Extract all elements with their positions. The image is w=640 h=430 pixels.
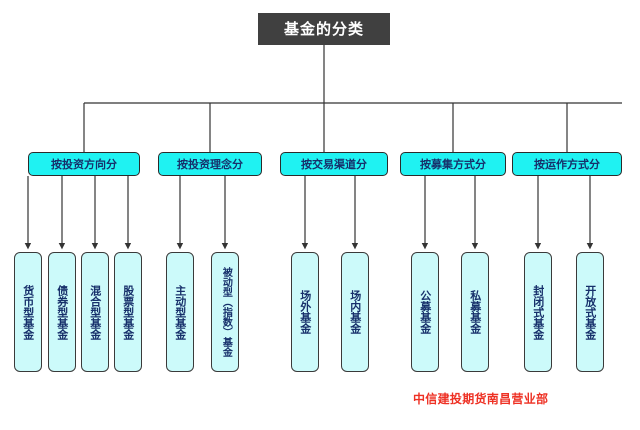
leaf-node[interactable]: 被动型（指数）基金 <box>211 252 239 372</box>
leaf-node[interactable]: 主动型基金 <box>166 252 194 372</box>
leaf-node[interactable]: 股票型基金 <box>114 252 142 372</box>
leaf-node-label: 主动型基金 <box>173 284 187 340</box>
leaf-node-label: 封闭式基金 <box>531 284 545 340</box>
category-to-leaf-arrows <box>24 176 594 250</box>
leaf-node[interactable]: 场外基金 <box>291 252 319 372</box>
root-node: 基金的分类 <box>258 13 390 45</box>
leaf-node-label: 公募基金 <box>418 290 432 334</box>
leaf-node[interactable]: 债券型基金 <box>48 252 76 372</box>
leaf-node-label: 股票型基金 <box>121 284 135 340</box>
category-node-label: 按募集方式分 <box>420 157 486 171</box>
leaf-node-label: 债券型基金 <box>55 284 69 340</box>
leaf-node[interactable]: 货币型基金 <box>14 252 42 372</box>
leaf-node-label: 被动型（指数）基金 <box>220 267 232 357</box>
category-node-label: 按投资理念分 <box>177 157 243 171</box>
category-node-investment-direction[interactable]: 按投资方向分 <box>28 152 140 176</box>
leaf-node[interactable]: 封闭式基金 <box>524 252 552 372</box>
category-node-operation-method[interactable]: 按运作方式分 <box>512 152 622 176</box>
leaf-node-label: 私募基金 <box>468 290 482 334</box>
leaf-node[interactable]: 混合型基金 <box>81 252 109 372</box>
root-trunk-line <box>83 45 622 152</box>
root-node-label: 基金的分类 <box>283 19 364 38</box>
category-node-label: 按运作方式分 <box>534 157 600 171</box>
leaf-node[interactable]: 场内基金 <box>341 252 369 372</box>
leaf-node-label: 开放式基金 <box>583 284 597 340</box>
leaf-node[interactable]: 公募基金 <box>411 252 439 372</box>
leaf-node-label: 场外基金 <box>298 290 312 334</box>
category-node-label: 按交易渠道分 <box>301 157 367 171</box>
leaf-node-label: 场内基金 <box>348 290 362 334</box>
category-node-investment-philosophy[interactable]: 按投资理念分 <box>158 152 262 176</box>
leaf-node-label: 货币型基金 <box>21 284 35 340</box>
leaf-node[interactable]: 开放式基金 <box>576 252 604 372</box>
leaf-node[interactable]: 私募基金 <box>461 252 489 372</box>
category-node-fundraising-method[interactable]: 按募集方式分 <box>400 152 506 176</box>
category-node-label: 按投资方向分 <box>51 157 117 171</box>
leaf-node-label: 混合型基金 <box>88 284 102 340</box>
category-node-trading-channel[interactable]: 按交易渠道分 <box>280 152 388 176</box>
footer-brand-text: 中信建投期货南昌营业部 <box>413 392 549 406</box>
